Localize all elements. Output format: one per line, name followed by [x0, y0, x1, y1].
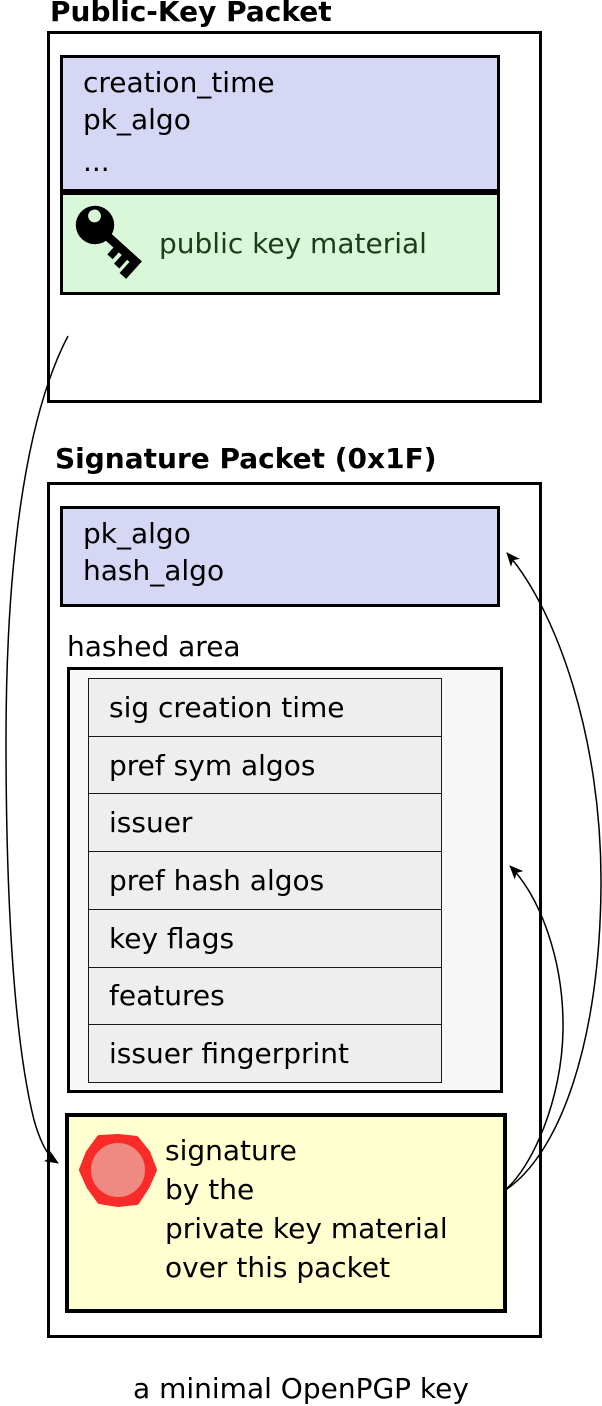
- pk-header-fields-box: creation_time pk_algo ...: [60, 55, 500, 192]
- signature-line: by the: [165, 1173, 255, 1206]
- subpacket-row-pref-hash-algos: pref hash algos: [89, 852, 441, 910]
- seal-icon: [78, 1130, 158, 1214]
- signature-line: over this packet: [165, 1251, 391, 1284]
- subpacket-row-features: features: [89, 968, 441, 1026]
- hashed-area-box: sig creation time pref sym algos issuer …: [67, 667, 503, 1093]
- subpacket-row-sig-creation-time: sig creation time: [89, 679, 441, 737]
- public-key-packet-title: Public-Key Packet: [50, 0, 332, 28]
- diagram-caption: a minimal OpenPGP key: [133, 1372, 469, 1405]
- signature-line: signature: [165, 1134, 297, 1167]
- signature-value-box: signature by the private key material ov…: [65, 1113, 507, 1313]
- sig-field-pk-algo: pk_algo: [83, 517, 191, 550]
- sig-field-hash-algo: hash_algo: [83, 554, 225, 587]
- subpacket-table: sig creation time pref sym algos issuer …: [88, 678, 442, 1083]
- hashed-area-label: hashed area: [67, 630, 241, 663]
- public-key-material-box: public key material: [60, 192, 500, 295]
- pk-field-ellipsis: ...: [83, 145, 110, 178]
- subpacket-row-issuer: issuer: [89, 794, 441, 853]
- subpacket-row-key-flags: key flags: [89, 910, 441, 968]
- public-key-material-label: public key material: [159, 227, 427, 260]
- subpacket-row-issuer-fingerprint: issuer fingerprint: [109, 1037, 350, 1071]
- subpacket-row-pref-sym-algos: pref sym algos: [89, 737, 441, 795]
- signature-line: private key material: [165, 1212, 448, 1245]
- key-icon: [71, 201, 159, 297]
- signature-packet-title: Signature Packet (0x1F): [55, 442, 437, 475]
- signature-text: signature by the private key material ov…: [165, 1131, 448, 1287]
- pk-field-creation-time: creation_time: [83, 66, 275, 99]
- sig-header-fields-box: pk_algo hash_algo: [60, 506, 500, 607]
- pk-field-pk-algo: pk_algo: [83, 103, 191, 136]
